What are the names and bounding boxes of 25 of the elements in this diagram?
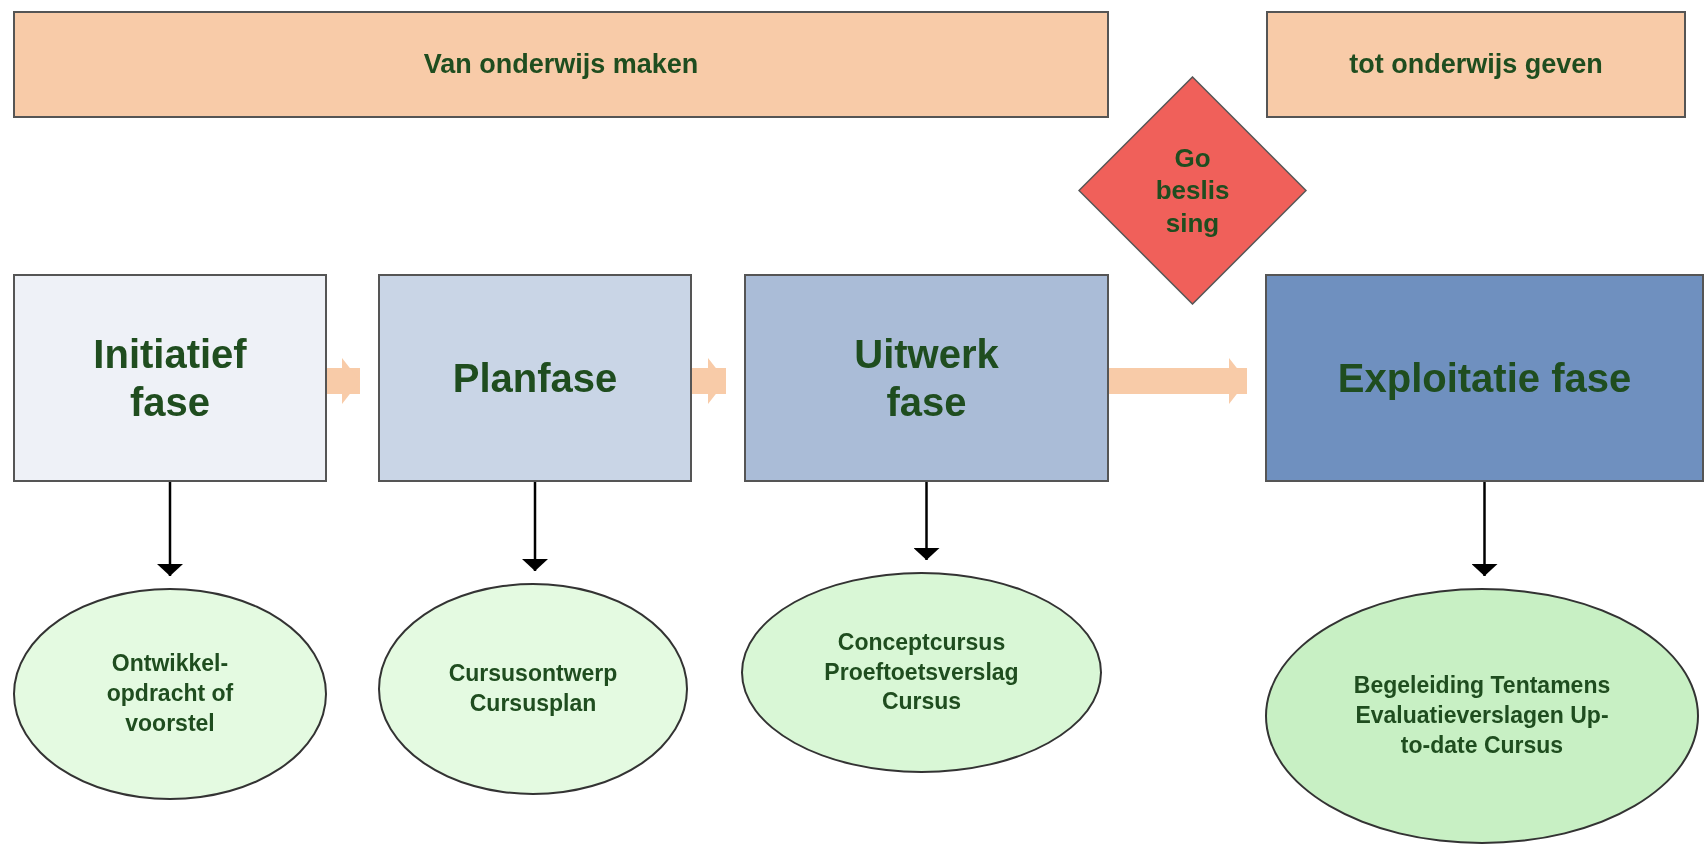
phase-box	[378, 274, 692, 482]
deliverable-text: Ontwikkel-opdracht of voorstel	[105, 649, 235, 738]
arrow	[913, 482, 940, 560]
decision-diamond	[1078, 76, 1307, 305]
decision-text: Go beslis sing	[1154, 141, 1231, 240]
phase-title: Initiatief fase	[92, 331, 248, 426]
banner-text: tot onderwijs geven	[1349, 49, 1603, 80]
phase-title: Exploitatie fase	[1337, 355, 1632, 402]
block-arrow	[692, 358, 726, 404]
deliverable-text: Conceptcursus Proeftoetsverslag Cursus	[823, 627, 1020, 717]
arrow	[522, 482, 548, 571]
phase-box	[1265, 274, 1704, 482]
arrow	[1471, 482, 1498, 576]
deliverable-text: Cursusontwerp Cursusplan	[447, 659, 619, 718]
block-arrow	[1109, 358, 1247, 404]
phase-box	[13, 274, 327, 482]
phase-title: Uitwerk fase	[853, 331, 1000, 426]
block-arrow	[327, 358, 360, 404]
phase-title: Planfase	[452, 355, 618, 402]
banner-text: Van onderwijs maken	[423, 49, 699, 80]
banner-box	[13, 11, 1109, 118]
banner-box	[1266, 11, 1686, 118]
arrow	[157, 482, 183, 576]
deliverable-text: Begeleiding Tentamens Evaluatieverslagen Up-to-date Cursus	[1352, 671, 1612, 760]
phase-box	[744, 274, 1109, 482]
